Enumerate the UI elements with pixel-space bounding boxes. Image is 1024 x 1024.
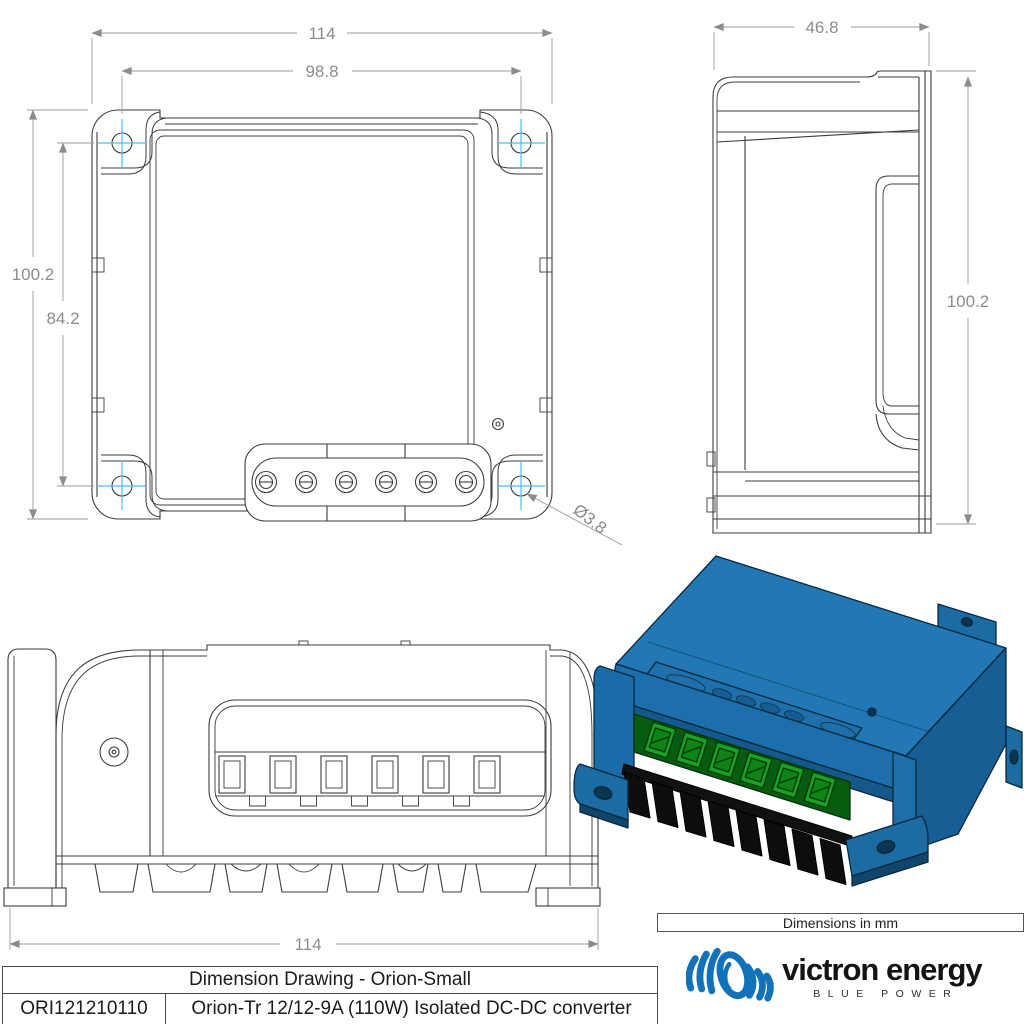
iso-view xyxy=(573,555,1023,887)
victron-logo: victron energy BLUE POWER xyxy=(686,944,983,1010)
dim-bottom-width: 114 xyxy=(294,935,321,954)
brand-tagline: BLUE POWER xyxy=(813,988,959,1000)
dim-front-overall-height: 100.2 xyxy=(12,265,55,284)
case-screw xyxy=(99,737,129,767)
side-view-dimensions: 46.8 100.2 xyxy=(713,18,990,525)
terminal-block-cells xyxy=(643,721,837,809)
title-block: Dimension Drawing - Orion-Small ORI12121… xyxy=(2,966,658,1024)
product-description: Orion-Tr 12/12-9A (110W) Isolated DC-DC … xyxy=(191,998,632,1019)
led-indicator xyxy=(867,707,877,717)
drawing-title: Dimension Drawing - Orion-Small xyxy=(189,969,471,990)
left-foot-flange xyxy=(573,763,629,829)
dim-front-hole-diameter: Ø3.8 xyxy=(570,500,611,538)
title-block-detail-row: ORI121210110 Orion-Tr 12/12-9A (110W) Is… xyxy=(3,994,657,1024)
brand-name: victron energy xyxy=(782,952,983,987)
side-view xyxy=(706,70,932,534)
cooling-fins xyxy=(94,863,537,893)
dim-front-hole-spacing-x: 98.8 xyxy=(305,62,338,81)
terminal-strip xyxy=(244,443,492,522)
bottom-view xyxy=(3,640,601,907)
dim-side-height: 100.2 xyxy=(947,292,990,311)
victron-swirl-icon xyxy=(686,947,774,1002)
terminal-screws xyxy=(254,470,478,494)
part-number-cell: ORI121210110 xyxy=(3,994,166,1024)
hole-centerlines xyxy=(98,119,545,510)
dim-front-overall-width: 114 xyxy=(308,24,335,43)
part-number: ORI121210110 xyxy=(20,998,148,1019)
units-note: Dimensions in mm xyxy=(782,914,899,931)
victron-logo-text: victron energy BLUE POWER xyxy=(782,952,983,1000)
led-hole xyxy=(491,417,505,431)
right-foot-flange xyxy=(845,815,929,887)
front-view xyxy=(91,109,553,522)
title-block-title-row: Dimension Drawing - Orion-Small xyxy=(3,967,657,994)
terminal-recess xyxy=(208,699,552,817)
bottom-view-dimensions: 114 xyxy=(9,908,599,954)
iso-cooling-fins xyxy=(623,771,847,885)
dim-front-hole-spacing-y: 84.2 xyxy=(46,309,79,328)
terminal-openings xyxy=(218,755,501,794)
right-corner-flange xyxy=(1005,725,1023,789)
dim-side-depth: 46.8 xyxy=(805,18,838,37)
product-description-cell: Orion-Tr 12/12-9A (110W) Isolated DC-DC … xyxy=(166,994,657,1024)
units-note-box: Dimensions in mm xyxy=(657,913,1024,932)
